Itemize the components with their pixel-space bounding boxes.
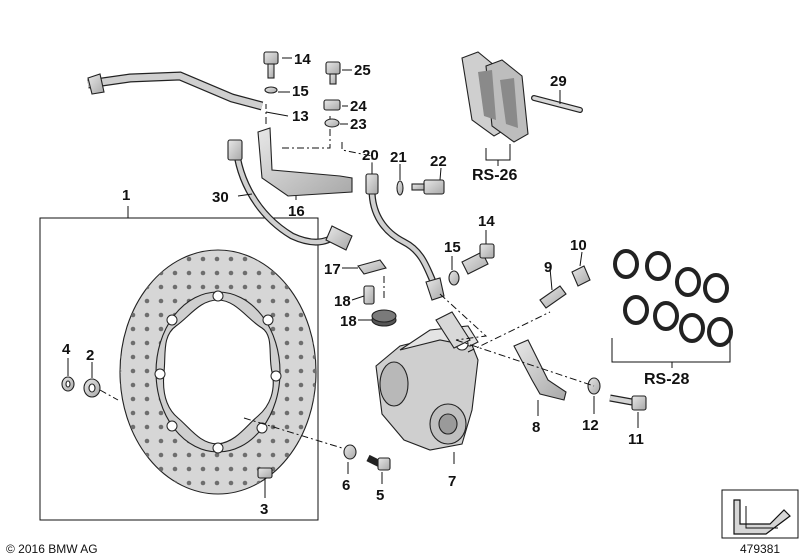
bracket-8 [513, 339, 567, 401]
label-23: 23 [350, 116, 367, 133]
screw-18 [363, 285, 375, 305]
leaders [237, 57, 731, 484]
axis-2 [99, 389, 119, 401]
nut-24 [323, 99, 341, 111]
label-9: 9 [544, 259, 552, 276]
seal-15 [264, 86, 278, 94]
brake-disc [119, 249, 317, 495]
disc-group-frame [39, 217, 319, 521]
axis-13 [265, 104, 331, 149]
label-20: 20 [362, 147, 379, 164]
banjo-bolt-22 [411, 179, 445, 195]
label-25: 25 [354, 62, 371, 79]
label-10: 10 [570, 237, 587, 254]
label-8: 8 [532, 419, 540, 436]
piston-seals [613, 249, 733, 347]
label-2: 2 [86, 347, 94, 364]
copyright-text: © 2016 BMW AG [6, 542, 98, 556]
bleeder-9 [539, 285, 567, 309]
label-18-a: 18 [334, 293, 351, 310]
label-rs26: RS-26 [472, 167, 517, 184]
label-3: 3 [260, 501, 268, 518]
label-24: 24 [350, 98, 367, 115]
label-22: 22 [430, 153, 447, 170]
label-18-b: 18 [340, 313, 357, 330]
label-14-top: 14 [294, 51, 311, 68]
washer-4 [61, 376, 75, 392]
banjo-bolt-14 [263, 51, 279, 79]
washer-23 [324, 118, 340, 128]
brake-hose-right [365, 173, 445, 301]
washer-6 [343, 444, 357, 460]
seal-21 [396, 180, 404, 196]
label-21: 21 [390, 149, 407, 166]
label-16: 16 [288, 203, 305, 220]
bolt-11 [609, 394, 647, 411]
label-rs28: RS-28 [644, 371, 689, 388]
label-17: 17 [324, 261, 341, 278]
label-11: 11 [628, 431, 644, 448]
label-12: 12 [582, 417, 599, 434]
bolt-5 [366, 454, 391, 471]
label-14-mid: 14 [478, 213, 495, 230]
clip-17 [357, 259, 387, 275]
label-4: 4 [62, 341, 71, 358]
washer-2 [83, 378, 101, 398]
banjo-bolt-14-mid [461, 243, 495, 275]
brake-line-16 [227, 127, 353, 251]
label-1: 1 [122, 187, 130, 204]
bolt-25 [325, 61, 341, 85]
label-13: 13 [292, 108, 309, 125]
grommet-18 [371, 309, 397, 327]
image-number: 479381 [740, 542, 780, 556]
brake-pads [461, 51, 529, 143]
nav-arrow-box[interactable] [721, 489, 799, 539]
label-6: 6 [342, 477, 350, 494]
label-15-top: 15 [292, 83, 309, 100]
label-29: 29 [550, 73, 567, 90]
seal-15-mid [448, 270, 460, 286]
arrow-down-left-icon [733, 499, 791, 535]
disc-bolt-3 [257, 467, 273, 498]
label-5: 5 [376, 487, 384, 504]
brake-caliper [375, 311, 479, 451]
label-15-mid: 15 [444, 239, 461, 256]
label-7: 7 [448, 473, 456, 490]
cap-10 [571, 265, 591, 287]
pin-29 [531, 95, 583, 113]
brake-hose-upper [87, 71, 264, 111]
assembly-axes [243, 142, 595, 449]
label-30: 30 [212, 189, 229, 206]
